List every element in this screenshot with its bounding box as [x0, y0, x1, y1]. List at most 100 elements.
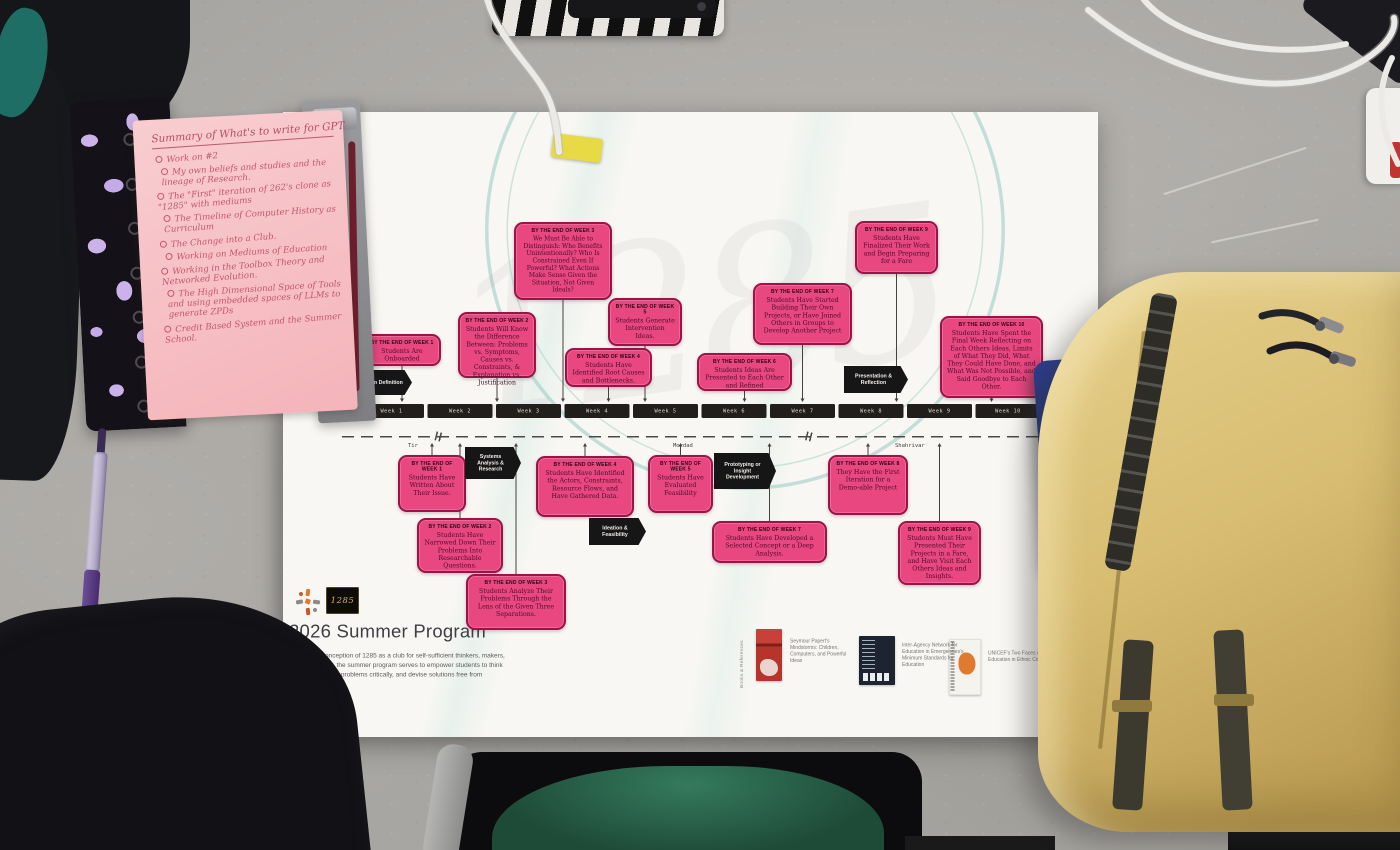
- milestone-text: Students Ideas Are Presented to Each Oth…: [705, 366, 784, 389]
- milestone-node: BY THE END OF WEEK 6 Students Ideas Are …: [697, 353, 792, 391]
- milestone-text: Students Have Finalized Their Work and B…: [863, 234, 930, 265]
- milestone-node: BY THE END OF WEEK 9 Students Must Have …: [898, 521, 981, 585]
- milestone-header: BY THE END OF WEEK 7: [770, 289, 835, 295]
- pen-body: [85, 451, 108, 573]
- milestone-node: BY THE END OF WEEK 10 Students Have Spen…: [940, 316, 1043, 398]
- strap-buckle: [1112, 700, 1152, 712]
- book-caption: UNICEF's Two Faces of Education in Ethni…: [988, 650, 1049, 663]
- milestone-connector: [894, 274, 899, 402]
- milestone-header: BY THE END OF WEEK 1: [370, 340, 434, 346]
- milestone-node: BY THE END OF WEEK 2 Students Will Know …: [458, 312, 536, 386]
- strap-buckle: [1214, 694, 1254, 706]
- milestone-text: We Must Be Able to Distinguish: Who Bene…: [523, 235, 603, 294]
- milestone-header: BY THE END OF WEEK 9: [907, 527, 972, 533]
- milestone-node: BY THE END OF WEEK 3 Students Analyze Th…: [466, 574, 566, 630]
- week-segment: Week 2: [427, 404, 493, 418]
- book-cover-inee: [859, 636, 895, 685]
- poster: 1285 BY THE END OF WEEK 1 Students Are O…: [283, 112, 1098, 737]
- week-segment: Week 8: [838, 404, 904, 418]
- milestone-node: BY THE END OF WEEK 9 Students Have Final…: [855, 221, 938, 274]
- week-segment: Week 10: [975, 404, 1041, 418]
- milestone-connector: [866, 443, 870, 455]
- milestone-header: BY THE END OF WEEK 6: [712, 359, 777, 365]
- floor-shadow: [905, 836, 1055, 850]
- milestone-header: BY THE END OF WEEK 1: [411, 461, 453, 472]
- milestone-text: Students Analyze Their Problems Through …: [477, 587, 555, 618]
- program-logo-plaque: 1285: [326, 587, 359, 614]
- month-label: Shahrivar: [895, 442, 925, 449]
- milestone-connector: [514, 443, 518, 574]
- phase-arrow: Ideation & Feasibility: [589, 518, 646, 545]
- milestone-text: Students Will Know the Difference Betwee…: [465, 325, 529, 386]
- week-segment: Week 9: [907, 404, 972, 418]
- red-object: [1390, 142, 1400, 178]
- milestone-text: Students Have Evaluated Feasibility: [657, 473, 704, 497]
- milestone-node: BY THE END OF WEEK 8 They Have the First…: [828, 455, 908, 515]
- milestone-node: BY THE END OF WEEK 2 Students Have Narro…: [417, 518, 503, 573]
- milestone-text: Students Must Have Presented Their Proje…: [907, 534, 972, 580]
- milestone-header: BY THE END OF WEEK 10: [958, 322, 1025, 328]
- logo-text: 1285: [330, 595, 355, 606]
- table-scratch: [1163, 146, 1307, 196]
- milestone-header: BY THE END OF WEEK 9: [864, 227, 929, 233]
- phone: [568, 0, 716, 18]
- milestone-header: BY THE END OF WEEK 3: [484, 580, 548, 586]
- milestone-connector: [989, 398, 994, 402]
- pen-tip: [96, 427, 107, 455]
- milestone-text: Students Have Identified Root Causes and…: [572, 361, 645, 384]
- milestone-text: Students Have Written About Their Issue.: [408, 473, 456, 497]
- timeline-tick: [434, 431, 443, 442]
- milestone-header: BY THE END OF WEEK 4: [576, 354, 641, 360]
- milestone-connector: [561, 300, 565, 402]
- milestone-header: BY THE END OF WEEK 2: [428, 524, 492, 530]
- milestone-header: BY THE END OF WEEK 2: [465, 318, 529, 324]
- milestone-header: BY THE END OF WEEK 4: [553, 462, 617, 468]
- milestone-node: BY THE END OF WEEK 5 Students Generate I…: [608, 298, 682, 346]
- book-cover-mindstorms: [756, 629, 782, 681]
- milestone-text: Students Have Spent the Final Week Refle…: [947, 329, 1036, 390]
- notebook: Summary of What's to write for GPT Work …: [69, 80, 387, 445]
- milestone-header: BY THE END OF WEEK 8: [836, 461, 900, 467]
- milestone-node: BY THE END OF WEEK 4 Students Have Ident…: [536, 456, 634, 517]
- milestone-text: Students Have Started Building Their Own…: [763, 296, 842, 334]
- milestone-text: Students Are Onboarded: [381, 347, 423, 363]
- book-cover-unicef: [949, 639, 981, 695]
- milestone-node: BY THE END OF WEEK 4 Students Have Ident…: [565, 348, 652, 387]
- references-heading: Books & References: [739, 640, 745, 688]
- week-segment: Week 7: [770, 404, 835, 418]
- week-segment: Week 5: [633, 404, 698, 418]
- milestone-text: Students Have Narrowed Down Their Proble…: [424, 531, 496, 569]
- week-segment: Week 6: [701, 404, 767, 418]
- milestone-text: They Have the First Iteration for a Demo…: [836, 468, 900, 491]
- week-segment: Week 4: [564, 404, 630, 418]
- book-caption: Seymour Papert's Mindstorms: Children, C…: [790, 638, 847, 664]
- milestone-node: BY THE END OF WEEK 1 Students Have Writt…: [398, 455, 466, 512]
- milestone-connector: [495, 378, 499, 402]
- week-segment: Week 3: [496, 404, 561, 418]
- program-logo-icon: [295, 588, 321, 616]
- milestone-header: BY THE END OF WEEK 3: [531, 228, 595, 234]
- month-label: Tir: [408, 442, 418, 449]
- milestone-connector: [742, 391, 747, 402]
- poster-title: 2026 Summer Program: [289, 621, 487, 642]
- milestone-text: Students Have Identified the Actors, Con…: [545, 469, 625, 500]
- milestone-node: BY THE END OF WEEK 5 Students Have Evalu…: [648, 455, 713, 513]
- milestone-connector: [937, 443, 942, 521]
- milestone-text: Students Have Developed a Selected Conce…: [725, 534, 814, 557]
- milestone-node: BY THE END OF WEEK 3 We Must Be Able to …: [514, 222, 612, 300]
- month-label: Mordad: [673, 442, 693, 449]
- phase-arrow: Systems Analysis & Research: [465, 447, 521, 479]
- poster-paper: 1285 BY THE END OF WEEK 1 Students Are O…: [283, 112, 1098, 737]
- phase-arrow: Prototyping or Insight Development: [714, 453, 776, 489]
- milestone-connector: [430, 443, 434, 455]
- timeline-dashed-line: [342, 436, 1077, 438]
- notebook-page: Summary of What's to write for GPT Work …: [132, 109, 358, 421]
- milestone-connector: [606, 387, 611, 402]
- milestone-connector: [583, 443, 587, 456]
- black-strap: [1299, 0, 1400, 87]
- zipper-pulls: [1258, 309, 1356, 367]
- milestone-node: BY THE END OF WEEK 7 Students Have Start…: [753, 283, 852, 345]
- milestone-header: BY THE END OF WEEK 5: [659, 461, 702, 472]
